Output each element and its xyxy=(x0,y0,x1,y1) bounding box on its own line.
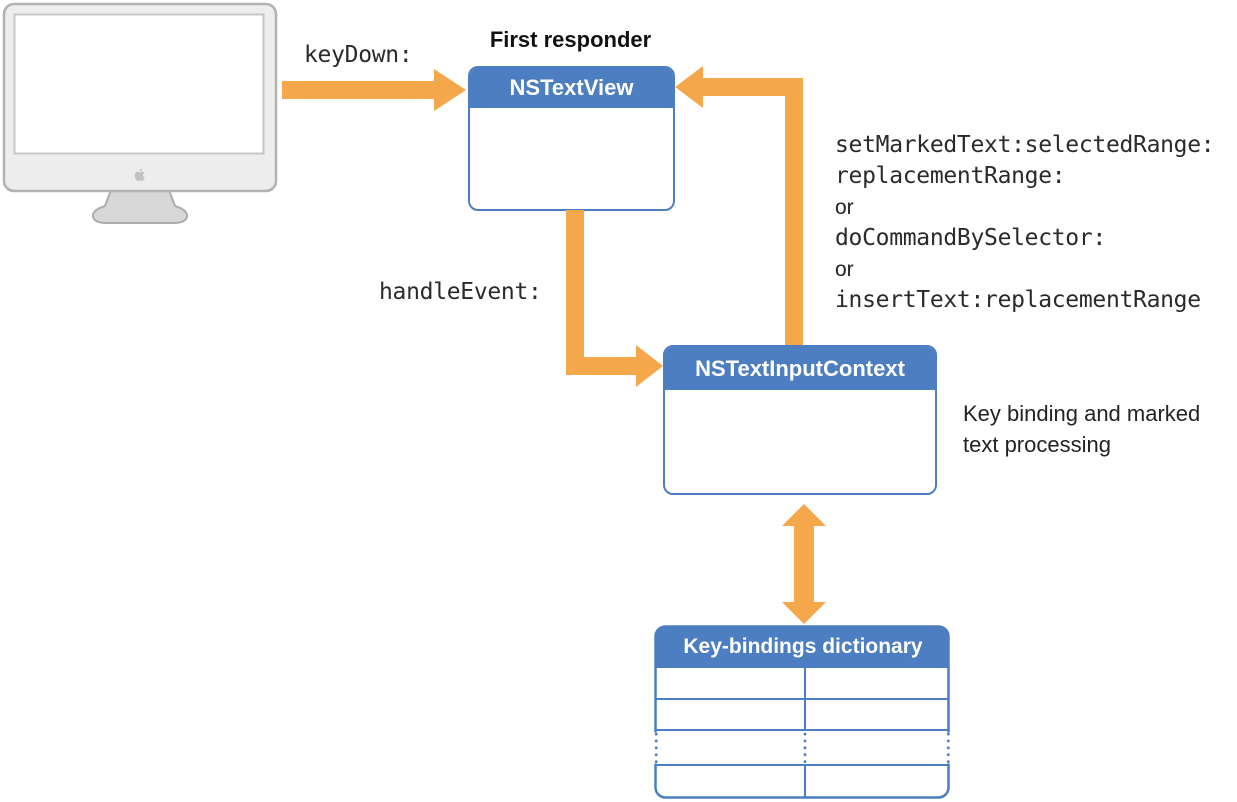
keydown-arrow-shaft xyxy=(282,81,435,99)
callback-arrow-vshaft xyxy=(785,96,803,345)
callback-method-line: doCommandBySelector: xyxy=(835,225,1106,251)
keybindings-header-bg xyxy=(655,626,949,668)
callback-or-line: or xyxy=(835,258,854,281)
monitor-screen xyxy=(13,13,265,155)
keybindings-ellipsis-dots xyxy=(654,732,950,765)
inputcontext-note-line: Key binding and marked xyxy=(963,401,1201,426)
keybindings-arrowhead-down xyxy=(782,602,826,624)
callback-arrow-hshaft xyxy=(701,78,803,96)
handleevent-arrow-vshaft xyxy=(566,210,584,375)
callback-method-line: setMarkedText:selectedRange: xyxy=(835,132,1215,158)
callback-or-line: or xyxy=(835,196,854,219)
keydown-arrowhead xyxy=(434,69,466,111)
callback-method-line: replacementRange: xyxy=(835,163,1066,189)
keybindings-arrow-shaft xyxy=(794,524,814,604)
monitor-stand xyxy=(91,189,189,224)
computer-icon xyxy=(2,2,278,224)
callback-method-line: insertText:replacementRange xyxy=(835,287,1201,313)
handleevent-arrowhead xyxy=(636,345,663,387)
callback-arrowhead xyxy=(675,66,703,108)
nstextview-node: NSTextView xyxy=(468,66,675,211)
inputcontext-note-line: text processing xyxy=(963,432,1111,457)
keydown-label: keyDown: xyxy=(304,42,413,68)
apple-logo-icon xyxy=(134,168,145,182)
keybindings-node xyxy=(653,625,952,799)
handleevent-arrow-hshaft xyxy=(566,357,637,375)
keybindings-table-rows xyxy=(655,698,949,766)
nstextinputcontext-header: NSTextInputContext xyxy=(665,347,935,390)
first-responder-caption: First responder xyxy=(489,27,652,52)
nstextinputcontext-node: NSTextInputContext xyxy=(663,345,937,495)
inputcontext-note: Key binding and marked text processing xyxy=(963,398,1200,460)
keybindings-arrowhead-up xyxy=(782,504,826,526)
nstextview-header: NSTextView xyxy=(470,68,673,108)
keybindings-title: Key-bindings dictionary xyxy=(683,635,923,658)
callback-method-list: setMarkedText:selectedRange: replacement… xyxy=(835,130,1215,316)
handleevent-label: handleEvent: xyxy=(379,279,542,305)
